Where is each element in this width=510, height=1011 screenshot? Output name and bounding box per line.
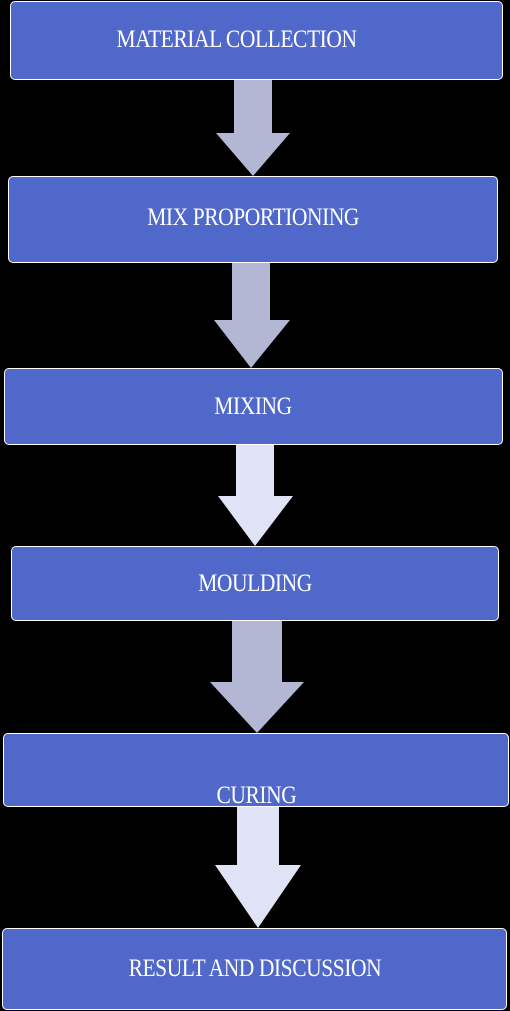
step-material-collection: MATERIAL COLLECTION bbox=[10, 1, 503, 80]
step-moulding: MOULDING bbox=[11, 546, 499, 621]
down-arrow-icon bbox=[216, 80, 290, 176]
step-label: RESULT AND DISCUSSION bbox=[128, 955, 381, 982]
down-arrow-icon bbox=[214, 263, 290, 368]
step-label: MOULDING bbox=[198, 569, 312, 597]
down-arrow-icon bbox=[215, 807, 301, 928]
down-arrow-icon bbox=[218, 445, 293, 546]
step-mixing: MIXING bbox=[4, 368, 503, 445]
step-result-and-discussion: RESULT AND DISCUSSION bbox=[2, 928, 507, 1010]
step-label: MIXING bbox=[214, 392, 293, 420]
step-label: CURING bbox=[216, 782, 296, 809]
step-label: MIX PROPORTIONING bbox=[147, 203, 359, 231]
step-mix-proportioning: MIX PROPORTIONING bbox=[8, 176, 498, 263]
step-label: MATERIAL COLLECTION bbox=[116, 25, 357, 53]
down-arrow-icon bbox=[210, 621, 304, 733]
step-curing: CURING bbox=[3, 733, 509, 809]
